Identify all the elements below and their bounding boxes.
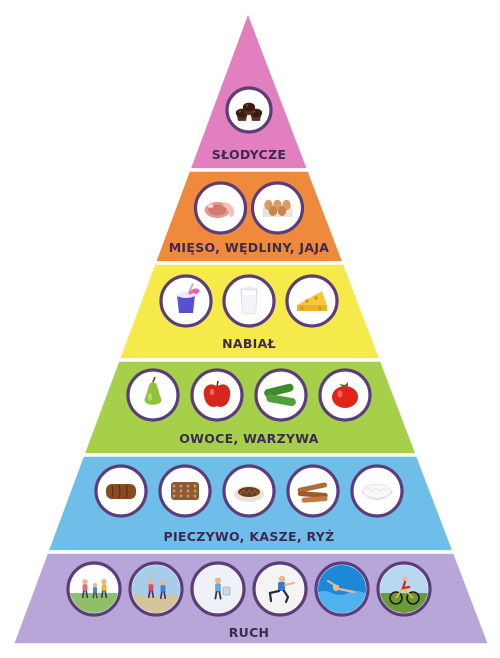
bread-loaf-icon xyxy=(94,464,148,518)
squat-exercise-icon xyxy=(252,561,308,617)
tier-label-2: MIĘSO, WĘDLINY, JAJA xyxy=(169,240,330,255)
tier-label-5: PIECZYWO, KASZE, RYŻ xyxy=(163,529,334,544)
family-walk-icon xyxy=(66,561,122,617)
apple-icon xyxy=(190,368,244,422)
swimming-icon xyxy=(314,561,370,617)
ham-icon xyxy=(193,181,248,235)
cycling-icon xyxy=(376,561,432,617)
tier-band-6 xyxy=(10,550,492,647)
tier-label-6: RUCH xyxy=(229,625,270,640)
tier-label-4: OWOCE, WARZYWA xyxy=(179,431,319,446)
cheese-icon xyxy=(285,274,339,328)
tomato-icon xyxy=(318,368,372,422)
pear-icon xyxy=(126,368,180,422)
muffins-icon xyxy=(225,86,273,134)
tier-label-1: SŁODYCZE xyxy=(212,147,286,162)
breadsticks-icon xyxy=(286,464,340,518)
buckwheat-icon xyxy=(222,464,276,518)
yogurt-icon xyxy=(159,274,213,328)
cucumber-icon xyxy=(254,368,308,422)
shopping-walk-icon xyxy=(190,561,246,617)
jogging-icon xyxy=(128,561,184,617)
tier-label-3: NABIAŁ xyxy=(222,336,276,351)
rice-bowl-icon xyxy=(350,464,404,518)
milk-glass-icon xyxy=(222,274,276,328)
grain-bread-icon xyxy=(158,464,212,518)
eggs-icon xyxy=(250,181,305,235)
